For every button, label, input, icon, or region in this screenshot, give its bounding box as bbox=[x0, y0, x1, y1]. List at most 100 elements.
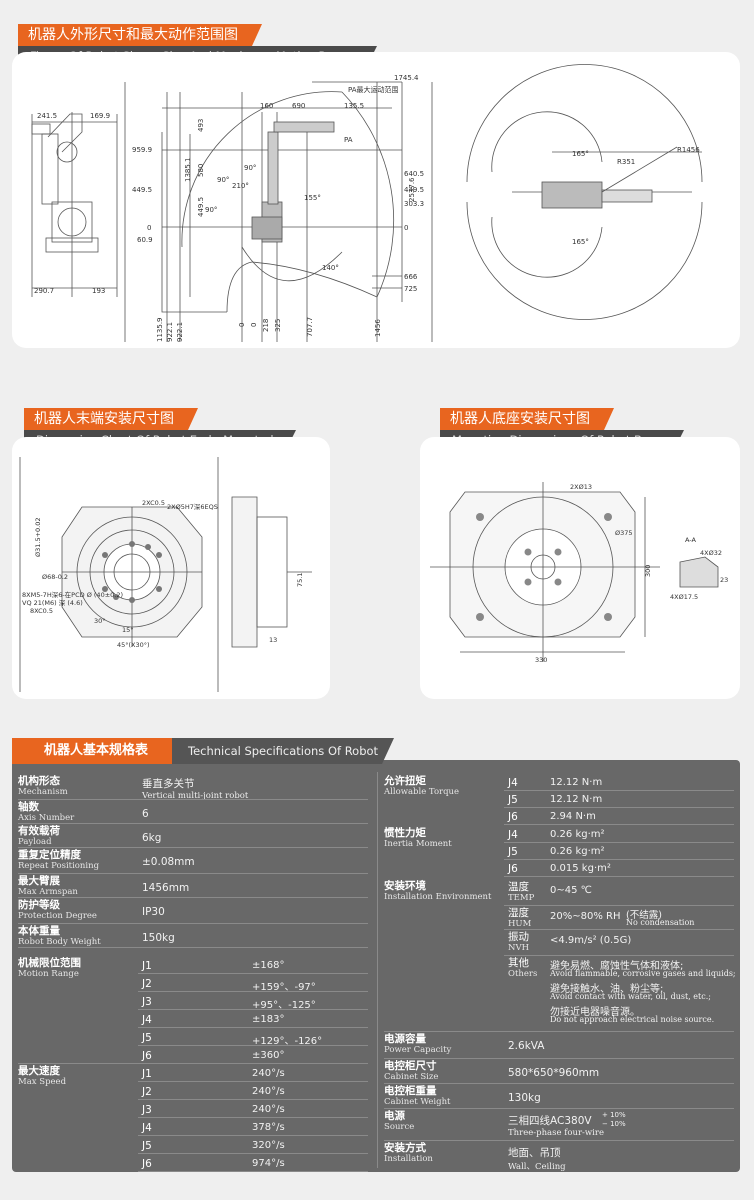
spec-right-value-2: 130kg bbox=[508, 1092, 541, 1104]
dim-bottom-4: 0 bbox=[250, 323, 258, 327]
dim-side-bot-a: 290.7 bbox=[34, 287, 54, 295]
dim-right-4: 666 bbox=[404, 273, 418, 281]
row-divider bbox=[18, 799, 368, 800]
max-speed-joint-2: J3 bbox=[142, 1104, 152, 1116]
end-label-9: 45°(X30°) bbox=[117, 641, 150, 649]
env-others-line-0: 避免易燃、腐蚀性气体和液体; bbox=[550, 961, 684, 972]
base-label-6: 23 bbox=[720, 576, 728, 584]
row-divider bbox=[138, 1099, 368, 1100]
end-label-3: Ø68-0.2 bbox=[42, 573, 68, 581]
spec-label-0-en: Mechanism bbox=[18, 787, 68, 797]
end-label-5: VQ 21(M6) 深 (4.6) bbox=[22, 598, 83, 607]
dim-bottom-8: 1456 bbox=[374, 319, 382, 337]
spec-label-3-cn: 重复定位精度 bbox=[18, 849, 81, 861]
max-speed-value-5: 974°/s bbox=[252, 1158, 285, 1169]
dim-left-2: 0 bbox=[147, 224, 151, 232]
env-vib-en: NVH bbox=[508, 943, 529, 953]
top-view-0: 165° bbox=[572, 150, 589, 158]
dim-vert-3: 493 bbox=[197, 119, 205, 132]
spec-label-4-cn: 最大臂展 bbox=[18, 875, 60, 887]
torque-value-0: 12.12 N·m bbox=[550, 777, 603, 788]
top-view-2: R1456 bbox=[677, 146, 700, 154]
spec-right-value-1: 580*650*960mm bbox=[508, 1067, 600, 1079]
section-title-cn: 机器人外形尺寸和最大动作范围图 bbox=[18, 24, 262, 46]
max-speed-label-cn: 最大速度 bbox=[18, 1065, 60, 1077]
end-label-11: 13 bbox=[269, 636, 277, 644]
end-label-8: 15° bbox=[122, 626, 134, 634]
motion-range-joint-4: J5 bbox=[142, 1032, 152, 1044]
torque-joint-0: J4 bbox=[508, 777, 518, 789]
max-speed-joint-5: J6 bbox=[142, 1158, 152, 1170]
torque-joint-1: J5 bbox=[508, 794, 518, 806]
angle-4: 155° bbox=[304, 194, 321, 202]
dim-bottom-7: 707.7 bbox=[306, 317, 314, 337]
spec-label-4-en: Max Armspan bbox=[18, 887, 78, 897]
spec-right-label-1-en: Cabinet Size bbox=[384, 1072, 439, 1082]
torque-label-en: Allowable Torque bbox=[384, 787, 460, 797]
spec-value-sub: Vertical multi-joint robot bbox=[142, 791, 249, 801]
end-label-1: 2XØ5H7深6EQS bbox=[167, 502, 218, 511]
dim-right-0: 640.5 bbox=[404, 170, 424, 178]
row-divider bbox=[504, 876, 734, 877]
dim-top-1: 690 bbox=[292, 102, 305, 110]
spec-label-3-en: Repeat Positioning bbox=[18, 861, 100, 871]
row-divider bbox=[504, 929, 734, 930]
max-speed-value-0: 240°/s bbox=[252, 1068, 285, 1079]
row-divider bbox=[138, 1009, 368, 1010]
motion-range-joint-0: J1 bbox=[142, 960, 152, 972]
inertia-joint-0: J4 bbox=[508, 829, 518, 841]
row-divider bbox=[384, 1058, 734, 1059]
env-others-line-1: Avoid flammable, corrosive gases and liq… bbox=[550, 969, 736, 978]
base-label-3: 300 bbox=[644, 565, 652, 577]
spec-right-value-0: 2.6kVA bbox=[508, 1040, 545, 1052]
env-temp-en: TEMP bbox=[508, 893, 535, 903]
base-label-1: Ø375 bbox=[615, 529, 633, 537]
column-divider bbox=[377, 772, 378, 1168]
row-divider bbox=[138, 973, 368, 974]
end-label-4: 8XM5-7H深6-在PCD Ø (40±0.2) bbox=[22, 590, 123, 599]
env-temp-cn: 温度 bbox=[508, 881, 529, 893]
motion-range-joint-3: J4 bbox=[142, 1014, 152, 1026]
motion-range-value-4: +129°、-126° bbox=[252, 1036, 323, 1047]
dim-right-1: 449.5 bbox=[404, 186, 424, 194]
env-vib-value: <4.9m/s² (0.5G) bbox=[550, 935, 632, 946]
spec-value-3: ±0.08mm bbox=[142, 856, 195, 868]
shape-range-card: 241.5 169.9 290.7 193 959.9 449.5 0 60.9… bbox=[12, 52, 740, 348]
row-divider bbox=[18, 873, 368, 874]
row-divider bbox=[384, 1108, 734, 1109]
env-others-en: Others bbox=[508, 969, 538, 979]
row-divider bbox=[138, 1135, 368, 1136]
inertia-joint-2: J6 bbox=[508, 863, 518, 875]
dim-top-0: 160 bbox=[260, 102, 273, 110]
spec-right-label-0-en: Power Capacity bbox=[384, 1045, 452, 1055]
section-title-cn: 机器人底座安装尺寸图 bbox=[440, 408, 614, 430]
spec-table bbox=[12, 760, 740, 1172]
dim-bottom-6: 325 bbox=[274, 319, 282, 332]
spec-label-0-cn: 机构形态 bbox=[18, 775, 60, 787]
env-vib-cn: 振动 bbox=[508, 931, 529, 943]
pa-label: PA最大运动范围 bbox=[348, 85, 399, 94]
row-divider bbox=[504, 824, 734, 825]
spec-label-1-en: Axis Number bbox=[18, 813, 75, 823]
spec-label-2-en: Payload bbox=[18, 837, 52, 847]
spec-label-6-cn: 本体重量 bbox=[18, 925, 60, 937]
row-divider bbox=[138, 1117, 368, 1118]
spec-right-label-4-cn: 安装方式 bbox=[384, 1142, 426, 1154]
motion-range-value-2: +95°、-125° bbox=[252, 1000, 316, 1011]
tolerance-minus: − 10% bbox=[602, 1120, 626, 1128]
inertia-value-1: 0.26 kg·m² bbox=[550, 846, 605, 857]
env-temp-value: 0~45 ℃ bbox=[550, 885, 592, 896]
torque-value-1: 12.12 N·m bbox=[550, 794, 603, 805]
